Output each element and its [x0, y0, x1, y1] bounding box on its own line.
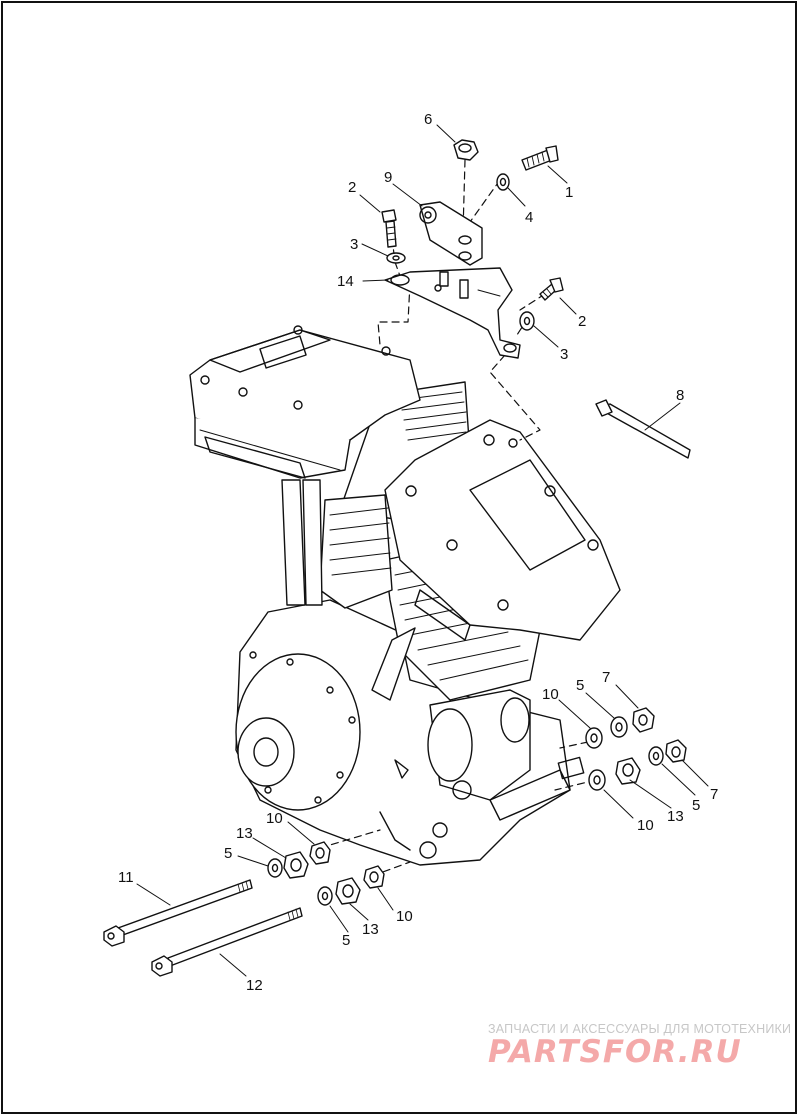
- part-4-washer: [496, 173, 510, 191]
- callout-1: 1: [565, 184, 573, 201]
- lower-mount-hardware: [267, 841, 385, 906]
- callout-5-left: 5: [224, 845, 232, 862]
- callout-10-bottom: 10: [396, 908, 413, 925]
- callout-labels: 6 1 4 9 2 3 14 2 3 8 7 5 10 7 5 13 10 10…: [118, 111, 718, 994]
- callout-2-right: 2: [578, 313, 586, 330]
- callout-5-bottom: 5: [342, 932, 350, 949]
- callout-2-upper: 2: [348, 179, 356, 196]
- right-mount-hardware: [585, 707, 687, 791]
- callout-7-upper: 7: [602, 669, 610, 686]
- part-12-through-bolt: [151, 907, 303, 977]
- callout-4: 4: [525, 209, 533, 226]
- callout-5-upper: 5: [576, 677, 584, 694]
- part-11-through-bolt: [103, 879, 253, 947]
- callout-13-bottom: 13: [362, 921, 379, 938]
- part-6-nut: [453, 139, 479, 161]
- part-14-mount-plate: [384, 267, 521, 359]
- part-8-cable-tie: [595, 399, 691, 459]
- callout-11: 11: [118, 869, 134, 886]
- part-3-washer-right: [519, 311, 535, 331]
- watermark-tagline: ЗАПЧАСТИ И АКСЕССУАРЫ ДЛЯ МОТОТЕХНИКИ: [488, 1022, 792, 1036]
- part-9-bracket: [419, 201, 483, 266]
- callout-7-lower: 7: [710, 786, 718, 803]
- watermark-logo: PARTSFOR.RU: [488, 1034, 742, 1070]
- callout-3-upper: 3: [350, 236, 358, 253]
- callout-leaders: [136, 124, 709, 977]
- callout-13-left: 13: [236, 825, 253, 842]
- callout-3-right: 3: [560, 346, 568, 363]
- callout-8: 8: [676, 387, 684, 404]
- callout-14: 14: [337, 273, 354, 290]
- part-2-bolt-right: [539, 277, 564, 301]
- callout-6: 6: [424, 111, 432, 128]
- part-3-washer-upper: [386, 252, 406, 264]
- callout-12: 12: [246, 977, 263, 994]
- callout-10-lower: 10: [637, 817, 654, 834]
- callout-13-right: 13: [667, 808, 684, 825]
- callout-9: 9: [384, 169, 392, 186]
- callout-5-lower: 5: [692, 797, 700, 814]
- engine-assembly: [189, 325, 621, 866]
- callout-10-upper: 10: [542, 686, 559, 703]
- callout-10-left: 10: [266, 810, 283, 827]
- part-2-bolt-upper: [381, 209, 397, 248]
- part-1-bolt: [521, 145, 559, 171]
